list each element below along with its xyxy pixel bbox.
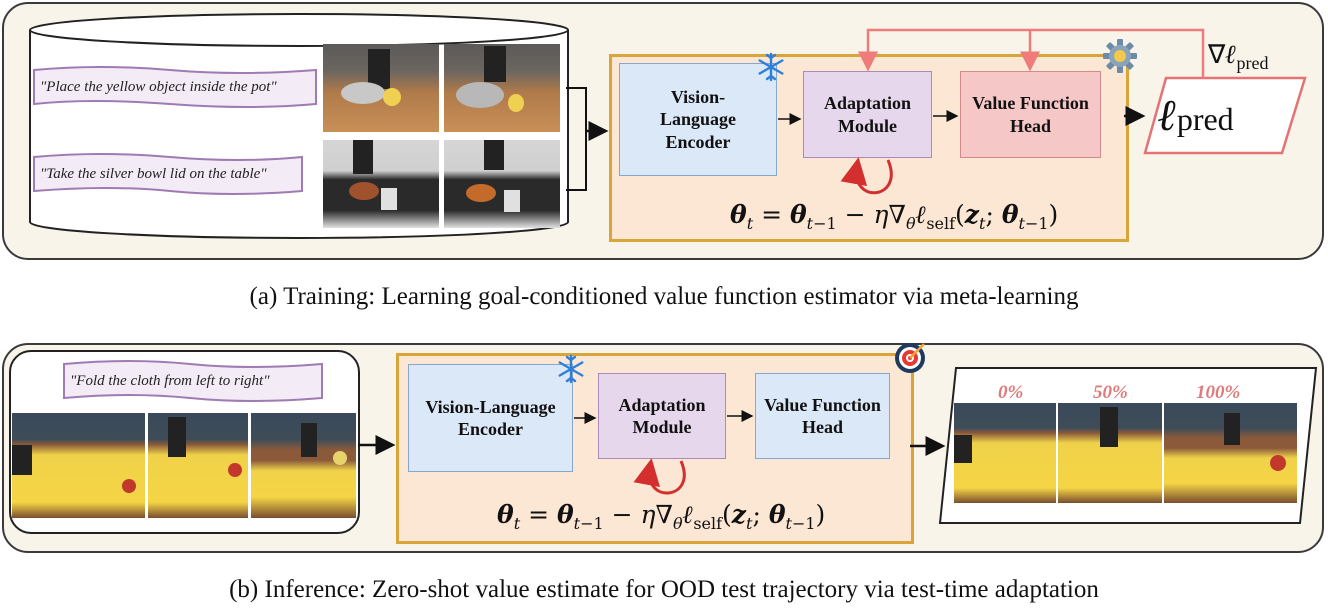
loss-label: ℓpred — [1158, 91, 1234, 140]
training-frame-stove-2 — [444, 140, 560, 228]
inference-encoder-label: Vision-Language Encoder — [425, 396, 556, 440]
training-encoder-label: Vision-Language Encoder — [659, 86, 737, 152]
inference-frame-1 — [12, 413, 145, 518]
inference-adaptation-module: Adaptation Module — [598, 373, 726, 459]
training-caption: (a) Training: Learning goal-conditioned … — [249, 283, 1079, 310]
inference-prompt: "Fold the cloth from left to right" — [70, 372, 270, 389]
inference-value-head-label: Value Function Head — [764, 394, 881, 438]
training-frame-kitchen-1 — [323, 44, 439, 132]
snowflake-icon — [756, 52, 786, 82]
training-frame-kitchen-2 — [444, 44, 560, 132]
training-prompt-1: "Place the yellow object inside the pot" — [40, 78, 277, 95]
training-value-head: Value Function Head — [960, 71, 1101, 158]
snowflake-icon — [556, 354, 586, 384]
training-value-head-label: Value Function Head — [972, 93, 1089, 136]
target-icon — [893, 341, 927, 375]
training-prompt-2: "Take the silver bowl lid on the table" — [40, 165, 267, 182]
gear-icon — [1102, 38, 1138, 74]
progress-label-0: 0% — [998, 382, 1024, 403]
training-update-rule: θt = θt−1 − η∇θℓself(zt; θt−1) — [730, 200, 1059, 233]
training-adaptation-module: Adaptation Module — [803, 71, 932, 158]
inference-encoder: Vision-Language Encoder — [408, 364, 573, 472]
inference-frame-2 — [148, 413, 248, 518]
output-frame-2 — [1058, 403, 1162, 503]
inference-adaptation-label: Adaptation Module — [618, 394, 706, 438]
training-adaptation-label: Adaptation Module — [823, 93, 912, 136]
inference-caption: (b) Inference: Zero-shot value estimate … — [229, 576, 1099, 603]
inference-value-head: Value Function Head — [755, 373, 890, 459]
training-encoder: Vision-Language Encoder — [619, 63, 777, 176]
output-frame-3 — [1164, 403, 1297, 503]
training-frame-stove-1 — [323, 140, 439, 228]
progress-label-50: 50% — [1093, 382, 1128, 403]
progress-label-100: 100% — [1196, 382, 1241, 403]
inference-frame-3 — [251, 413, 356, 518]
gradient-label: ∇ℓpred — [1208, 40, 1269, 74]
inference-update-rule: θt = θt−1 − η∇θℓself(zt; θt−1) — [497, 500, 826, 533]
output-frame-1 — [954, 403, 1056, 503]
